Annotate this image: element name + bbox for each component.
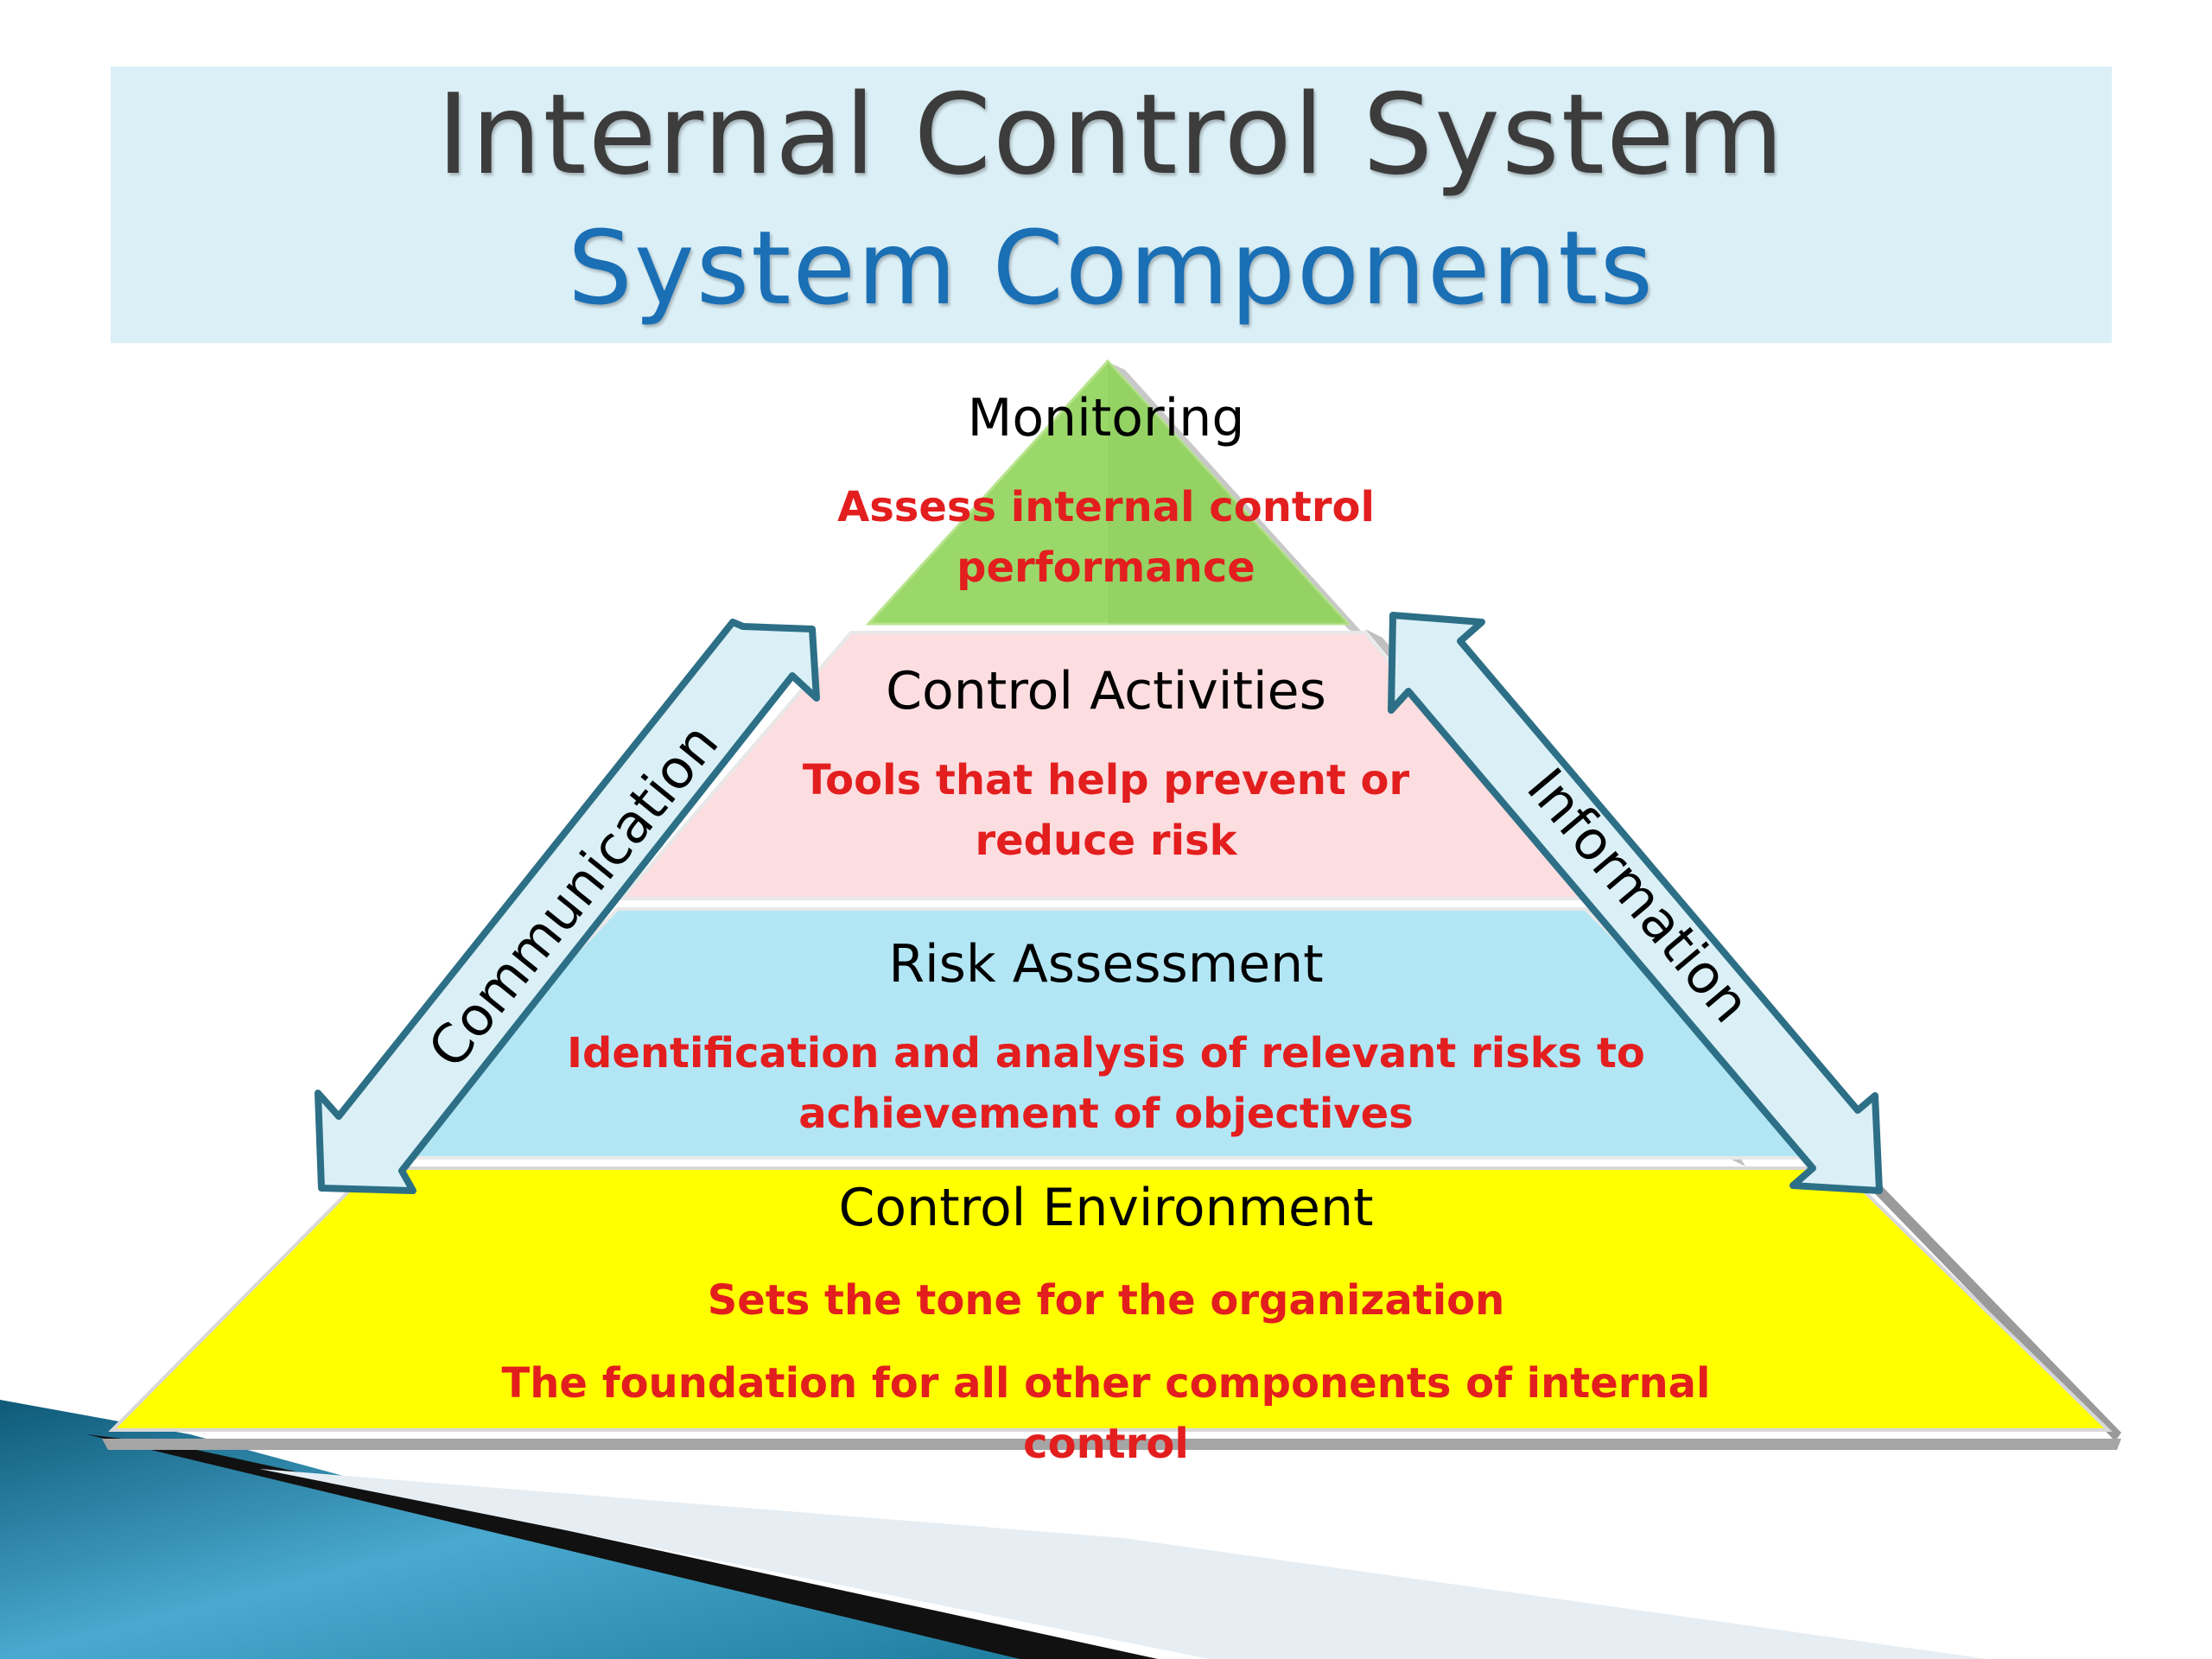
tier-monitoring-shade (1108, 361, 1348, 624)
tier-desc: The foundation for all other components … (501, 1359, 1711, 1468)
tier-shadow-bottom (1859, 1168, 2121, 1441)
communication-arrow-shape (315, 619, 820, 1194)
tier-shadow-base (102, 1439, 2121, 1450)
tier-desc: achievement of objectives (798, 1090, 1414, 1138)
risk-assessment-text: Risk Assessment Identification and analy… (458, 931, 1754, 1144)
tier-name: Monitoring (967, 388, 1245, 448)
tier-monitoring (865, 359, 1351, 626)
tier-desc: performance (957, 543, 1255, 592)
tier-desc: Sets the tone for the organization (707, 1276, 1505, 1325)
monitoring-text: Monitoring Assess internal control perfo… (458, 385, 1754, 598)
information-arrow-shape (1388, 612, 1883, 1194)
tier-name: Control Activities (886, 661, 1326, 721)
tier-name: Risk Assessment (888, 934, 1324, 995)
tier-name: Control Environment (838, 1178, 1374, 1238)
tier-desc: Identification and analysis of relevant … (567, 1029, 1645, 1077)
tier-desc: Tools that help prevent or (802, 756, 1410, 804)
page-title: Internal Control System (436, 71, 1786, 200)
page-subtitle: System Components (567, 208, 1656, 327)
control-environment-text: Control Environment Sets the tone for th… (458, 1175, 1754, 1474)
control-activities-text: Control Activities Tools that help preve… (458, 658, 1754, 871)
tier-control-environment (108, 1166, 2113, 1432)
title-banner (111, 67, 2112, 343)
tier-desc: reduce risk (975, 817, 1237, 865)
tier-desc: Assess internal control (837, 483, 1375, 531)
